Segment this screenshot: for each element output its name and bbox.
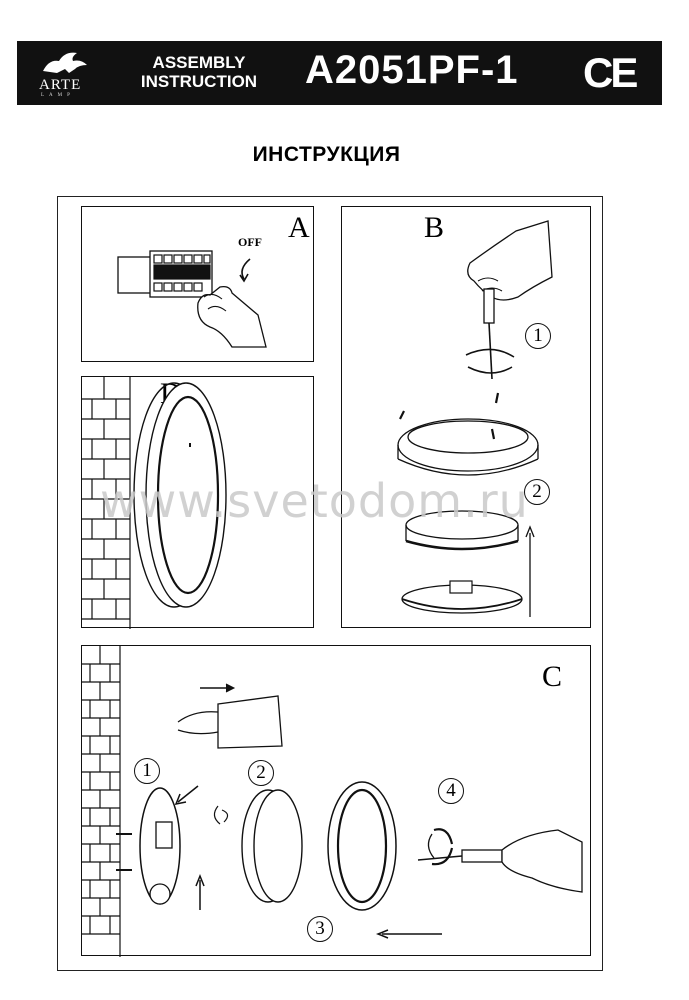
panel-a-label: A	[288, 211, 310, 244]
panel-b-step-1: 1	[525, 323, 551, 349]
off-label: OFF	[238, 235, 262, 249]
panel-c: C 1 2 3 4	[81, 645, 591, 957]
mounted-lamp-illustration	[82, 377, 227, 629]
screwdriver-hand-illustration	[397, 220, 553, 617]
panel-b: B 1 2	[341, 206, 591, 628]
panel-c-label: C	[542, 660, 563, 693]
document-title: ИНСТРУКЦИЯ	[252, 143, 401, 166]
panel-c-step-1: 1	[134, 758, 160, 784]
watermark-text: www.svetodom.ru	[100, 474, 529, 528]
panel-d: D	[81, 376, 314, 629]
logo-subtext: LAMP	[41, 93, 75, 98]
panel-b-step-2: 2	[524, 479, 550, 505]
panel-b-label: B	[424, 211, 445, 244]
circuit-breaker-illustration	[117, 250, 267, 348]
griffin-icon	[43, 52, 87, 73]
instruction-frame	[57, 196, 603, 971]
panel-c-step-3: 3	[307, 916, 333, 942]
panel-a: A OFF	[81, 206, 314, 362]
model-number: A2051PF-1	[305, 48, 519, 92]
ce-mark: CE	[583, 49, 638, 96]
panel-c-step-2: 2	[248, 760, 274, 786]
wall-mounting-illustration	[82, 646, 583, 957]
brand-logo: ARTE LAMP	[25, 47, 107, 101]
panel-c-step-4: 4	[438, 778, 464, 804]
header-title: ASSEMBLY INSTRUCTION	[140, 53, 258, 91]
logo-text: ARTE	[39, 77, 82, 93]
header-bar: ARTE LAMP ASSEMBLY INSTRUCTION A2051PF-1…	[17, 41, 662, 105]
